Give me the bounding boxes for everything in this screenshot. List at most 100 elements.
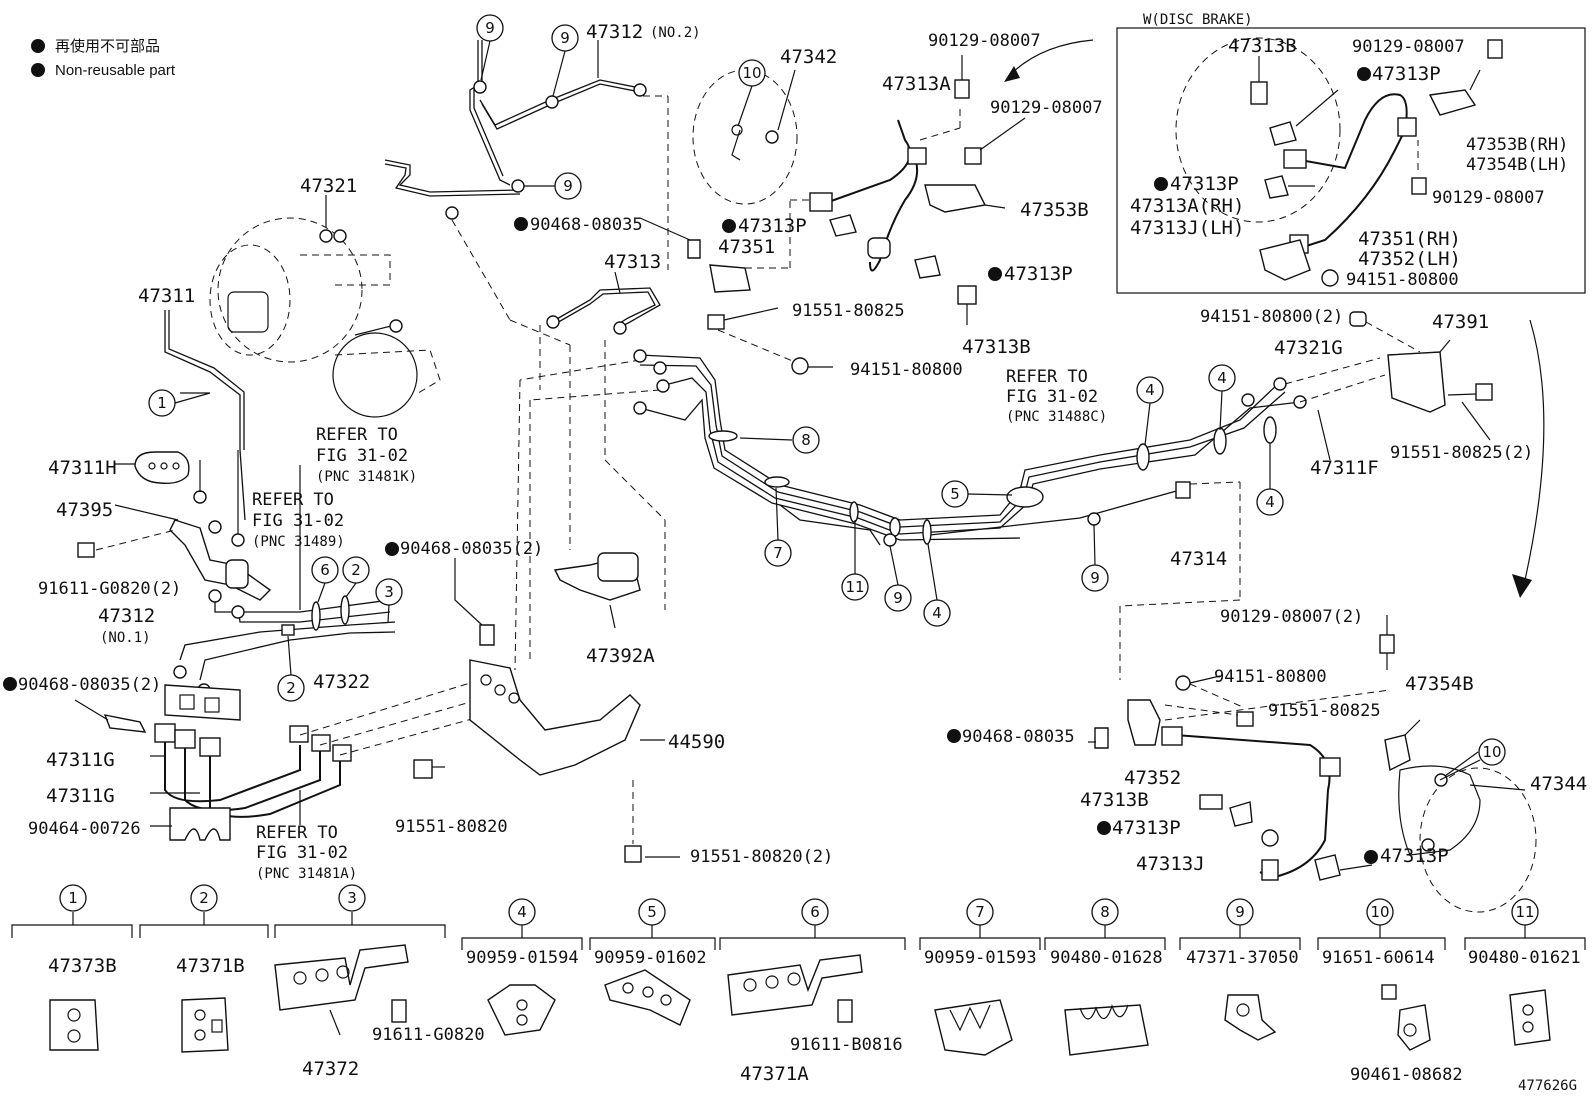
table-number-circle <box>1511 898 1539 926</box>
callout-circle-m2a <box>342 556 370 584</box>
part-label-c-47321: 47321 <box>300 175 357 197</box>
legend-jp: 再使用不可部品 <box>55 38 160 55</box>
part-label-c-47313P-c: 47313P <box>1112 817 1181 839</box>
bracket-47354b <box>1384 734 1411 772</box>
part-label-c-d-47313P-b: 47313P <box>1170 173 1239 195</box>
part-label-c-91551-d: 91551-80825(2) <box>1390 443 1533 463</box>
callout-number: 4 <box>1265 493 1275 511</box>
wheel-cylinder-47344 <box>1398 759 1537 913</box>
legend-en: Non-reusable part <box>55 62 176 79</box>
tube-47311 <box>164 310 246 521</box>
part-label-c-refer3b: FIG 31-02 <box>256 843 348 863</box>
bracket-47395 <box>169 519 272 601</box>
table-number-circle <box>966 898 994 926</box>
part-label-c-d-47354B: 47354B(LH) <box>1466 155 1568 175</box>
part-label-c-47313B-b: 47313B <box>1080 789 1149 811</box>
callout-number: 1 <box>157 394 167 412</box>
part-label-c-94151-c: 94151-80800 <box>1214 667 1327 687</box>
part-label-c-90129-c: 90129-08007(2) <box>1220 607 1363 627</box>
callout-circle-m9d <box>884 584 912 612</box>
part-label-c-44590: 44590 <box>668 731 725 753</box>
callout-circle-m9c <box>554 172 582 200</box>
table-part-number: 47371-37050 <box>1186 948 1299 968</box>
part-label-c-refer4a: REFER TO <box>1006 367 1088 387</box>
part-label-c-47312-no1: 47312 <box>98 605 155 627</box>
clamp-1 <box>49 999 99 1051</box>
callout-number: 7 <box>773 544 783 562</box>
part-label-c-refer1b: FIG 31-02 <box>316 446 408 466</box>
part-label-c-47353B: 47353B <box>1020 199 1089 221</box>
part-label-c-47313P-b: 47313P <box>1004 263 1073 285</box>
table-number: 4 <box>517 903 527 921</box>
part-label-c-47313P-d: 47313P <box>1380 845 1449 867</box>
non-reusable-dot-icon <box>3 677 17 691</box>
callout-circle-m5 <box>941 480 969 508</box>
part-label-c-47311H: 47311H <box>48 457 117 479</box>
callout-number: 2 <box>351 561 361 579</box>
callout-circle-m9e <box>1081 564 1109 592</box>
table-part-number: 47372 <box>302 1058 359 1080</box>
bracket-47351 <box>709 264 751 293</box>
callout-number: 9 <box>485 19 495 37</box>
non-reusable-dot-icon <box>385 542 399 556</box>
non-reusable-dot-icon <box>988 267 1002 281</box>
callout-number: 4 <box>1217 369 1227 387</box>
part-label-c-refer3c: (PNC 31481A) <box>256 866 357 882</box>
part-label-c-90468-c: 90468-08035(2) <box>18 675 161 695</box>
non-reusable-dot-icon <box>31 39 45 53</box>
table-part-number: 47373B <box>48 955 117 977</box>
table-number: 5 <box>647 903 657 921</box>
part-label-c-refer2b: FIG 31-02 <box>252 511 344 531</box>
brake-booster-drawing <box>209 217 441 418</box>
table-part-number: 90959-01593 <box>924 948 1037 968</box>
part-label-c-91551-a: 91551-80825 <box>792 301 905 321</box>
bracket-47353b <box>924 184 987 213</box>
table-number: 2 <box>199 889 209 907</box>
table-number-circle <box>508 898 536 926</box>
part-label-c-47391: 47391 <box>1432 311 1489 333</box>
table-number-circle <box>1366 898 1394 926</box>
bracket-47391 <box>1387 351 1446 413</box>
part-label-c-refer1c: (PNC 31481K) <box>316 469 417 485</box>
part-label-c-d-47351: 47351(RH) <box>1358 228 1461 250</box>
non-reusable-dot-icon <box>1364 850 1378 864</box>
table-number-circle <box>801 898 829 926</box>
clamp-2 <box>181 997 229 1053</box>
table-number-circle <box>1091 898 1119 926</box>
part-label-c-90464: 90464-00726 <box>28 819 141 839</box>
clamp-8 <box>1064 1004 1149 1056</box>
callout-circle-m9a <box>476 14 504 42</box>
part-label-c-90468-a: 90468-08035 <box>530 215 643 235</box>
part-label-c-91551-c: 91551-80820(2) <box>690 847 833 867</box>
clamp-table <box>11 912 1586 1056</box>
table-number: 11 <box>1515 903 1534 921</box>
callout-circle-m3 <box>375 578 403 606</box>
bracket-44590 <box>469 659 641 776</box>
disc-brake-inset <box>1116 27 1586 294</box>
callout-circle-m4a <box>1136 376 1164 404</box>
part-label-c-d-90129-b: 90129-08007 <box>1432 188 1545 208</box>
callout-circle-m4c <box>1256 488 1284 516</box>
part-label-c-47313P-a: 47313P <box>738 215 807 237</box>
callout-circle-m4d <box>923 599 951 627</box>
table-part-number: 47371B <box>176 955 245 977</box>
table-part-number: 90480-01628 <box>1050 948 1163 968</box>
part-label-c-47313B-a: 47313B <box>962 336 1031 358</box>
clamp-90464 <box>169 807 231 841</box>
callout-circle-m6 <box>311 556 339 584</box>
wheel-cylinder-47342 <box>692 69 798 205</box>
callout-circle-m7 <box>764 539 792 567</box>
part-label-c-d-94151: 94151-80800 <box>1346 270 1459 290</box>
clamp-table-labels: 147373B247371B34737291611-G0820490959-01… <box>48 884 1581 1085</box>
callout-circle-m10a <box>738 59 766 87</box>
table-number: 10 <box>1370 903 1389 921</box>
bracket-47352 <box>1127 699 1161 746</box>
part-label-c-d-47353B: 47353B(RH) <box>1466 135 1568 155</box>
callout-number: 9 <box>563 177 573 195</box>
table-number-circle <box>190 884 218 912</box>
callout-circle-m2b <box>277 674 305 702</box>
table-number: 7 <box>975 903 985 921</box>
part-label-c-47351: 47351 <box>718 236 775 258</box>
